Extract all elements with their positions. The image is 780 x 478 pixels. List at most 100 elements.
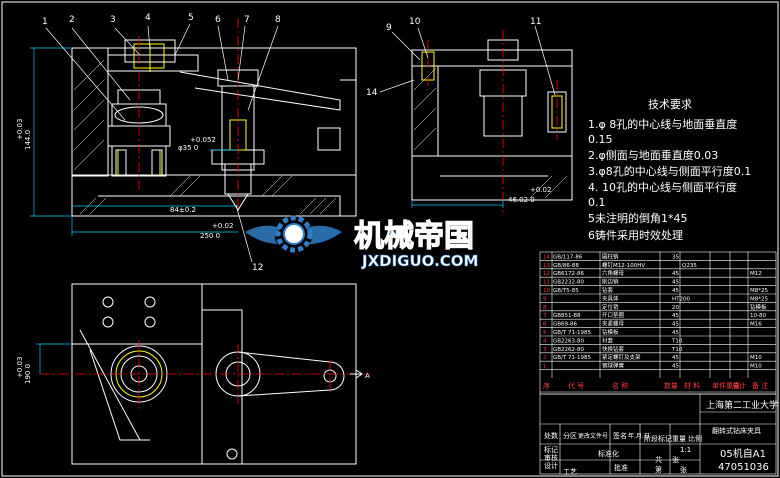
front-left-support (71, 47, 109, 177)
bom-cell-index: 2 (543, 355, 547, 361)
watermark-gear-letter: JX (286, 230, 299, 241)
section-label: A (365, 372, 370, 380)
front-center-lines (138, 18, 239, 212)
side-view (411, 39, 573, 201)
bom-cell-index: 14 (543, 254, 550, 260)
front-hidden-lines (117, 43, 247, 176)
dim-front-width-3: 250 0 (200, 232, 220, 240)
bom-header-cell: 名 称 (612, 381, 628, 390)
plan-hole-4 (144, 316, 156, 328)
tech-item-2: 0.15 (588, 133, 613, 146)
bom-cell-index: 5 (543, 330, 547, 336)
bom-cell-note: M8*25 (750, 288, 768, 294)
label-11: 11 (530, 17, 541, 27)
front-leaders (45, 23, 279, 263)
watermark-sub-text: JXDIGUO.COM (361, 252, 478, 270)
title-label-count: 处数 (544, 431, 558, 440)
tech-item-1: 1.φ 8孔的中心线与地面垂直度 (588, 117, 737, 131)
tech-item-5: 4. 10孔的中心线与侧面平行度 (588, 180, 737, 194)
side-locator (483, 95, 523, 137)
bom-cell-name: 快换钻套 (602, 345, 625, 353)
bom-cell-note: M8*25 (750, 296, 768, 302)
bom-cell-name: 夹紧螺母 (602, 320, 625, 328)
side-hatch (413, 67, 568, 199)
front-bolt-2 (151, 149, 163, 177)
bom-cell-qty: 45 (672, 355, 679, 361)
front-bolt-1 (115, 149, 127, 177)
bom-header-cell: 单件重量 (712, 381, 740, 390)
bom-cell-name: 六角螺母 (602, 269, 625, 277)
title-label-design: 设计 (544, 461, 558, 470)
dim-side-width: 46.02 0 (508, 196, 535, 204)
bom-cell-index: 12 (543, 271, 550, 277)
bom-cell-code: GB/117-86 (553, 254, 583, 260)
bom-cell-code: GB6172-86 (553, 271, 585, 277)
bom-cell-name: 定位销 (602, 303, 619, 311)
plan-arm (237, 351, 345, 397)
dim-front-dia: φ35 0 (178, 144, 198, 152)
side-hidden-lines (421, 51, 563, 129)
bom-cell-name: 螺钉M12-100HV (602, 261, 645, 269)
label-4: 4 (145, 13, 151, 23)
title-label-mark: 标记 (544, 445, 558, 454)
side-base (411, 155, 573, 201)
bom-cell-note: 钻模板 (750, 303, 767, 311)
dim-front-height-2: 144.0 (24, 130, 32, 150)
bom-header-cell: 数量 (664, 381, 678, 390)
plan-diagonal (79, 329, 141, 441)
title-scale-value: 1:1 (680, 446, 691, 454)
front-body-outline (71, 47, 357, 217)
title-label-sheet: 张 (672, 455, 679, 464)
plan-hole-1 (102, 296, 114, 308)
front-base-slot (98, 195, 341, 216)
bom-cell-qty: 20 (672, 305, 679, 311)
bom-cell-code: GB2232-80 (553, 280, 585, 286)
front-base-hatch (73, 59, 337, 215)
dim-front-height-1: +0.03 (16, 119, 24, 140)
bom-cell-index: 10 (543, 288, 550, 294)
bom-cell-code: GB2263-80 (553, 338, 585, 344)
title-label-standard: 标准化 (598, 449, 619, 458)
bom-cell-qty: 45 (672, 364, 679, 370)
bom-cell-note: M10 (750, 355, 762, 361)
part-number-labels: 1 2 3 4 5 6 7 8 9 10 11 12 14 (42, 13, 541, 273)
title-label-no: 第 (655, 465, 662, 474)
bom-cell-name: 紧定螺钉及支架 (602, 353, 641, 361)
bom-cell-index: 4 (543, 338, 547, 344)
bom-cell-note: M16 (750, 322, 762, 328)
bom-cell-index: 13 (543, 263, 550, 269)
bom-cell-code: GB/T 71-1985 (553, 330, 591, 336)
bom-cell-note: M12 (750, 271, 762, 277)
bom-cell-qty: 45 (672, 322, 679, 328)
title-class-code: 05机自A1 (720, 447, 766, 460)
bom-header-cell: 备 注 (752, 381, 768, 390)
front-top-plate (107, 54, 199, 72)
label-14: 14 (366, 88, 378, 98)
title-label-scale: 比例 (688, 434, 702, 443)
tech-item-8: 6铸件采用时效处理 (588, 228, 683, 242)
bom-cell-qty: 45 (672, 288, 679, 294)
plan-hole-2 (144, 296, 156, 308)
bom-cell-code: GB851-88 (553, 313, 581, 319)
title-block-text: 上海第二工业大学 翻转式钻床夹具 05机自A1 47051036 标记 处数 分… (544, 399, 778, 476)
title-label-zone: 分区 (563, 431, 577, 440)
side-center-lines (427, 30, 558, 212)
front-drill-tip (227, 193, 249, 211)
bom-cell-index: 1 (543, 364, 547, 370)
bom-cell-note: 10-80 (750, 313, 766, 319)
label-3: 3 (110, 15, 116, 25)
label-9: 9 (386, 23, 392, 33)
tech-item-7: 5未注明的倒角1*45 (588, 211, 688, 225)
section-arrow (350, 369, 363, 379)
title-school: 上海第二工业大学 (706, 399, 778, 411)
tech-title: 技术要求 (648, 98, 692, 111)
bom-cell-code: GB2262-80 (553, 347, 585, 353)
tech-item-4: 3.φ8孔的中心线与侧面平行度0.1 (588, 164, 751, 178)
plan-right-slot (201, 309, 243, 465)
front-view (71, 39, 357, 217)
bom-header-cell: 序 (543, 381, 550, 390)
bom-cell-index: 11 (543, 280, 550, 286)
dim-plan-height-1: +0.03 (16, 357, 24, 378)
bom-cell-name: 开口垫圈 (602, 311, 625, 319)
label-5: 5 (188, 13, 194, 23)
